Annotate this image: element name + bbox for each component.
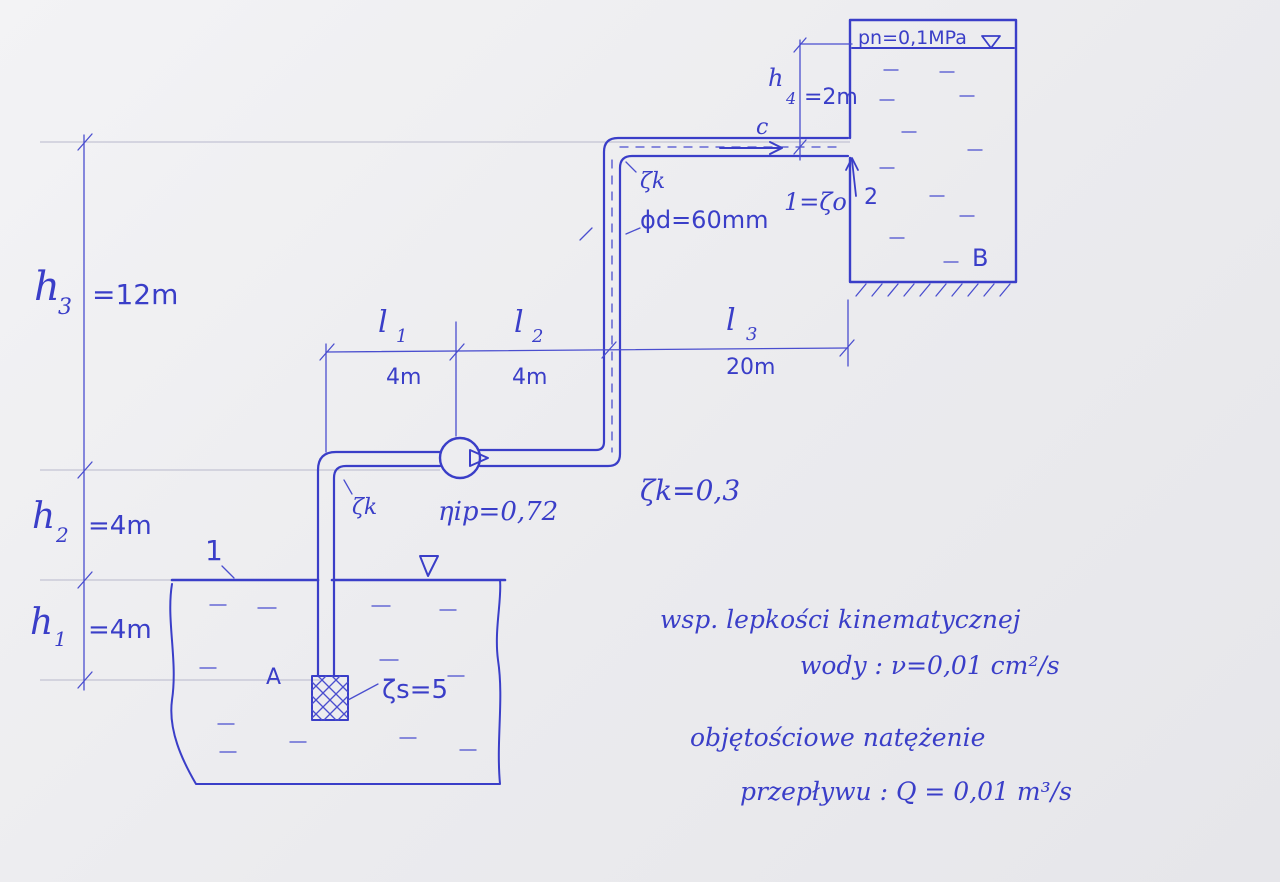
zeta-k-top-leader <box>625 161 637 173</box>
tick-h4-bottom <box>793 139 807 155</box>
h1-symbol: h <box>30 602 53 643</box>
zeta-k-top-label: ζk <box>640 169 665 194</box>
h3-value: =12m <box>92 278 178 311</box>
strainer-box <box>311 675 349 721</box>
diameter-label: ϕd=60mm <box>640 206 768 234</box>
tick-l1-right <box>449 343 465 361</box>
tank-b-outline <box>848 18 1018 284</box>
tick-h4-top <box>793 37 807 53</box>
zeta-s-label: ζs=5 <box>382 675 448 705</box>
strainer-hatch <box>311 675 349 721</box>
h4-symbol: h <box>768 64 783 92</box>
l3-value: 20m <box>726 355 775 380</box>
h4-subscript: 4 <box>785 89 796 108</box>
water-dashes-b <box>879 69 983 263</box>
h2-value: =4m <box>88 511 152 541</box>
water-level-triangle-b <box>981 35 1001 49</box>
viscosity-line-2: wody : ν=0,01 cm²/s <box>800 651 1060 680</box>
l1-symbol: l <box>378 305 388 340</box>
l2-subscript: 2 <box>531 326 543 347</box>
l3-subscript: 3 <box>746 324 757 345</box>
tick-l2-right <box>601 341 617 359</box>
water-level-triangle-a <box>419 555 439 577</box>
l2-symbol: l <box>514 305 524 340</box>
tick-h3-bottom <box>77 461 93 479</box>
velocity-label: c <box>756 115 768 140</box>
ground-hatch-b <box>855 283 1011 297</box>
diameter-tick-left <box>579 227 593 241</box>
tick-h2-bottom <box>77 571 93 589</box>
l2-value: 4m <box>512 365 547 390</box>
tank-a-outline <box>169 579 502 785</box>
horizontal-dimension-line <box>325 347 849 353</box>
tick-l3-right <box>839 339 855 357</box>
zeta-o-label: 1=ζo <box>784 188 847 216</box>
point-2-label: 2 <box>864 185 878 210</box>
pump-arrow-icon <box>469 449 489 467</box>
flow-line-2: przepływu : Q = 0,01 m³/s <box>740 777 1072 806</box>
point-1-label: 1 <box>205 534 223 567</box>
outlet-arrow-line <box>851 159 857 197</box>
pressure-label: pn=0,1MPa <box>858 27 967 49</box>
velocity-arrowhead-icon <box>769 141 783 155</box>
pipe-inner-discharge <box>478 154 850 468</box>
h1-value: =4m <box>88 615 152 645</box>
tick-l1-left <box>319 343 335 361</box>
water-dashes-a <box>199 604 477 753</box>
l1-value: 4m <box>386 365 421 390</box>
pipe-outer-discharge <box>478 136 850 452</box>
zeta-k-bottom-leader <box>343 479 353 495</box>
point-1-leader <box>221 565 235 579</box>
outlet-arrowhead-icon <box>845 157 859 171</box>
h2-subscript: 2 <box>55 523 69 547</box>
h2-symbol: h <box>32 496 55 537</box>
viscosity-line-1: wsp. lepkości kinematycznej <box>660 605 1021 634</box>
pipe-outer-suction <box>316 450 442 678</box>
tank-a-label: A <box>266 665 281 690</box>
zeta-k-bottom-label: ζk <box>352 495 377 520</box>
l1-subscript: 1 <box>396 326 407 347</box>
h3-subscript: 3 <box>58 295 72 320</box>
h4-value: =2m <box>804 85 858 110</box>
strainer-leader <box>347 683 379 701</box>
h1-subscript: 1 <box>54 627 67 651</box>
diameter-tick-right <box>625 227 641 235</box>
pump-efficiency-label: ηip=0,72 <box>438 497 558 527</box>
flow-line-1: objętościowe natężenie <box>690 723 985 752</box>
tick-h3-top <box>77 133 93 151</box>
h3-symbol: h <box>34 264 60 310</box>
tick-h1-bottom <box>77 671 93 689</box>
pump-circle <box>438 436 482 480</box>
l3-symbol: l <box>726 303 736 338</box>
tank-b-label: B <box>972 244 988 272</box>
zeta-k-value-label: ζk=0,3 <box>640 474 740 507</box>
pipe-inner-suction <box>332 464 442 678</box>
